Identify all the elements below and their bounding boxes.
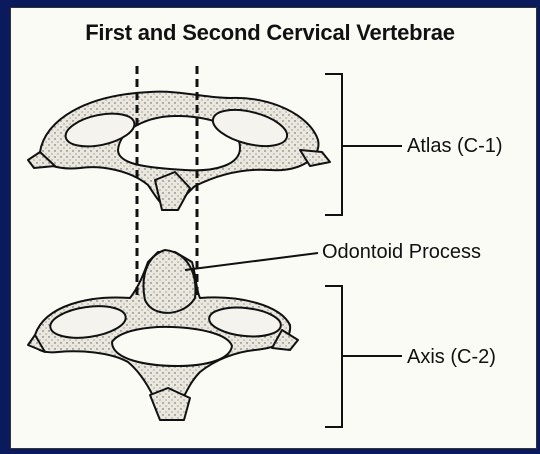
odontoid-leader-line [185,253,318,270]
axis-vertebra [28,250,298,420]
atlas-bracket [325,74,402,215]
axis-bracket [325,286,402,427]
atlas-label: Atlas (C-1) [407,135,503,158]
atlas-vertebra [28,92,330,210]
odontoid-process-label: Odontoid Process [322,241,481,264]
axis-label: Axis (C-2) [407,346,496,369]
